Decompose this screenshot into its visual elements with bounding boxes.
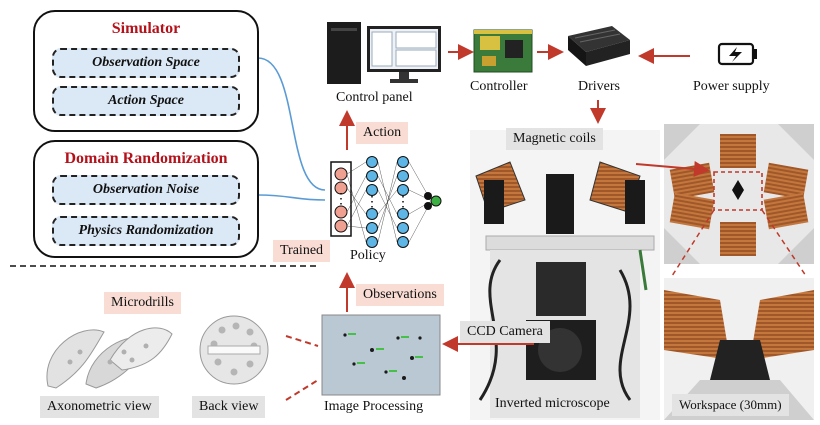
workspace-label: Workspace (30mm) (672, 394, 789, 416)
observation-noise-box: Observation Noise (52, 175, 240, 205)
ccd-camera-label: CCD Camera (460, 321, 550, 343)
microdrill-back-image (199, 315, 269, 385)
action-tag: Action (356, 122, 409, 144)
svg-text:⋮: ⋮ (365, 195, 379, 210)
policy-label: Policy (350, 248, 386, 263)
inverted-microscope-label: Inverted microscope (495, 396, 610, 411)
domain-randomization-panel: Domain Randomization Observation Noise P… (33, 140, 259, 258)
svg-text:⋮: ⋮ (396, 195, 410, 210)
drivers-label: Drivers (578, 79, 620, 94)
simulator-connector (257, 57, 326, 191)
svg-text:⋮: ⋮ (334, 192, 348, 207)
action-space-box: Action Space (52, 86, 240, 116)
controller-label: Controller (470, 79, 528, 94)
image-processing-label: Image Processing (324, 399, 424, 414)
microdrills-tag: Microdrills (104, 292, 181, 314)
axonometric-view-label: Axonometric view (40, 396, 159, 418)
power-supply-label: Power supply (693, 79, 770, 94)
domain-randomization-title: Domain Randomization (64, 150, 228, 167)
simulator-panel: Simulator Observation Space Action Space (33, 10, 259, 132)
neural-network-icon: ⋮ ⋮ ⋮ (330, 156, 442, 248)
battery-icon (717, 42, 757, 66)
observation-space-box: Observation Space (52, 48, 240, 78)
physics-randomization-box: Physics Randomization (52, 216, 240, 246)
coil-topview-image (664, 124, 814, 264)
control-panel-label: Control panel (336, 90, 413, 105)
magnetic-coils-label: Magnetic coils (506, 128, 603, 150)
observations-tag: Observations (356, 284, 444, 306)
back-view-label: Back view (192, 396, 266, 418)
microscope-rig-image (470, 130, 660, 420)
simulator-title: Simulator (111, 20, 181, 37)
microdrill-axonometric-image (46, 327, 173, 389)
computer-icon (327, 22, 441, 84)
randomization-connector (257, 194, 326, 201)
controller-board-icon (473, 29, 533, 73)
trained-tag: Trained (273, 240, 331, 262)
drivers-icon (568, 26, 630, 66)
image-processing-thumbnail (321, 314, 441, 396)
